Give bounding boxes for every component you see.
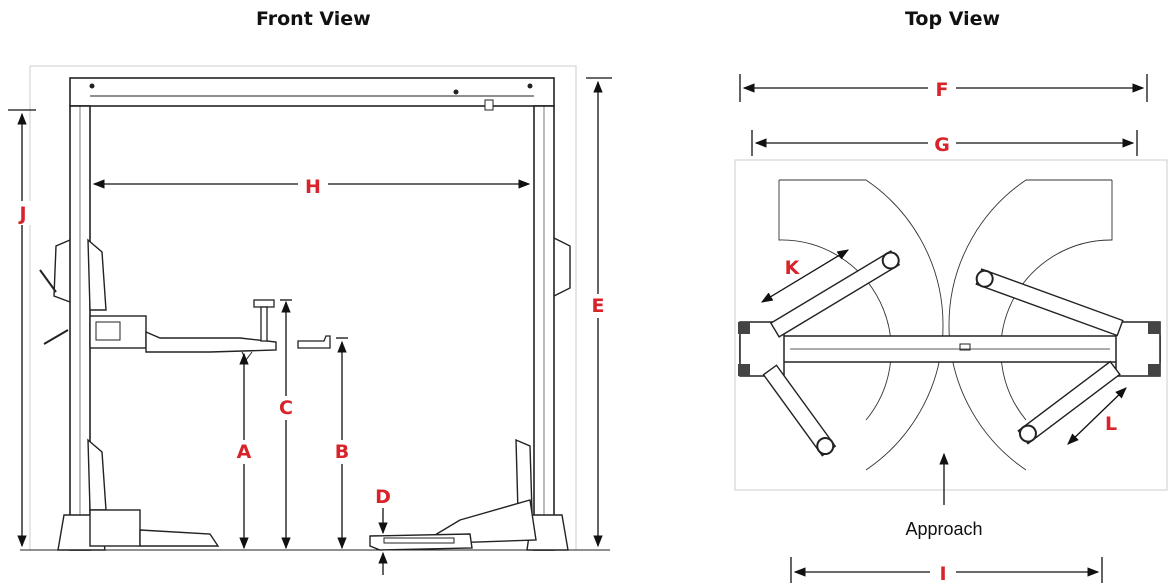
arm-pad <box>297 335 331 349</box>
label-a: A <box>237 441 252 463</box>
label-g: G <box>934 134 950 156</box>
label-b: B <box>335 441 349 463</box>
label-j: J <box>17 203 26 225</box>
label-h: H <box>305 176 321 198</box>
front-view-drawing <box>8 65 612 575</box>
label-l: L <box>1105 413 1117 435</box>
raised-lift-arm <box>87 238 277 361</box>
label-d: D <box>375 486 391 508</box>
front-view-title: Front View <box>256 8 371 30</box>
lowered-arm-left <box>87 438 220 547</box>
label-k: K <box>785 257 801 279</box>
lowered-arm-right <box>369 438 537 551</box>
overhead-beam <box>69 77 555 111</box>
top-view-drawing <box>734 74 1168 583</box>
label-f: F <box>936 79 949 101</box>
label-c: C <box>279 397 293 419</box>
approach-label: Approach <box>905 519 982 539</box>
label-i: I <box>939 563 946 585</box>
label-e: E <box>592 295 605 317</box>
top-view-title: Top View <box>905 8 1001 30</box>
arm-swing-arcs <box>778 179 1113 471</box>
right-column <box>526 105 571 551</box>
lift-base-top <box>738 321 1161 377</box>
